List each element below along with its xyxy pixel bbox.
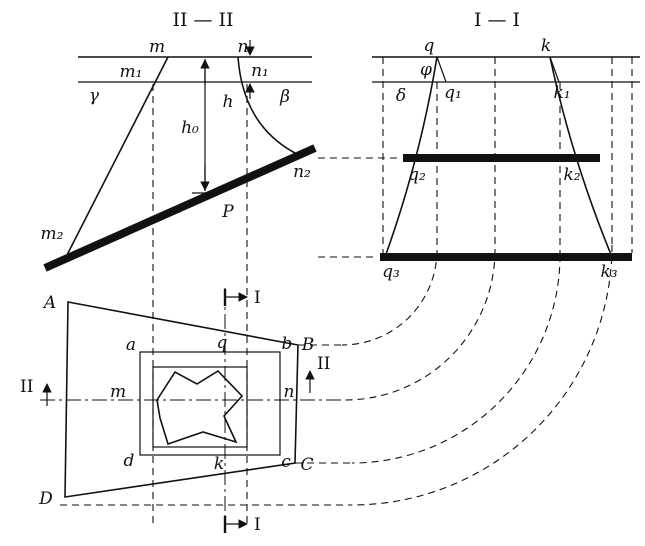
label-m2: m₂ [41,224,64,244]
label-n1: n₁ [251,61,269,81]
section-i-title: I — I [474,9,520,31]
outer-boundary-abcd [64,301,299,498]
inner-slope-q [436,56,447,83]
label-q-plan: q [217,333,228,353]
label-delta: δ [396,86,406,106]
pit-wall-right [237,56,296,154]
label-h0: h₀ [181,118,199,138]
label-k3: k₃ [600,262,617,282]
inner-slope-k [549,56,560,83]
transfer-arc-1 [341,249,438,346]
label-A: A [42,293,56,313]
cut-label-i-top: I [254,288,261,308]
projection-lines [60,57,633,528]
section-ii-ii: II — II m n m₁ n₁ γ β h h₀ m₂ n₂ P [41,9,317,272]
transfer-arc-3 [351,254,561,464]
label-q3: q₃ [382,262,400,282]
inclined-seam [43,144,317,272]
label-a: a [126,335,136,355]
cut-label-ii-right: II [317,354,330,374]
label-C: C [300,455,313,475]
label-k: k [541,36,551,56]
label-D: D [38,489,53,509]
section-i-i: I — I q k φ δ q₁ k₁ q₂ k₂ q₃ k₃ [372,9,640,282]
inner-rectangle-abcd [139,351,281,456]
ore-body-outline [156,369,244,446]
label-m1: m₁ [120,62,143,82]
section-ii-title: II — II [172,9,233,31]
pit-wall-left [66,56,169,256]
label-k2: k₂ [563,165,580,185]
label-k-plan: k [214,454,224,474]
label-b: b [282,334,293,354]
label-c: c [281,452,291,472]
label-d: d [124,451,135,471]
label-h: h [223,92,234,112]
section-cut-marks: I I II II [20,288,330,535]
label-gamma: γ [89,86,100,106]
label-q1: q₁ [444,83,462,103]
cut-label-ii-left: II [20,377,33,397]
label-m: m [149,37,165,57]
label-q: q [424,36,435,56]
plan-view: A B C D a b c d q k m n [38,288,345,533]
transfer-arc-4 [351,244,613,506]
label-q2: q₂ [408,165,426,185]
label-phi: φ [420,60,432,80]
label-p: P [221,202,234,222]
label-n2: n₂ [293,162,311,182]
cut-label-i-bottom: I [254,515,261,535]
label-n: n [238,37,249,57]
label-beta: β [279,87,290,107]
label-B: B [301,335,315,355]
label-n-plan: n [284,382,295,402]
label-m-plan: m [110,382,126,402]
innermost-rectangle [152,366,248,448]
label-k1: k₁ [553,83,570,103]
